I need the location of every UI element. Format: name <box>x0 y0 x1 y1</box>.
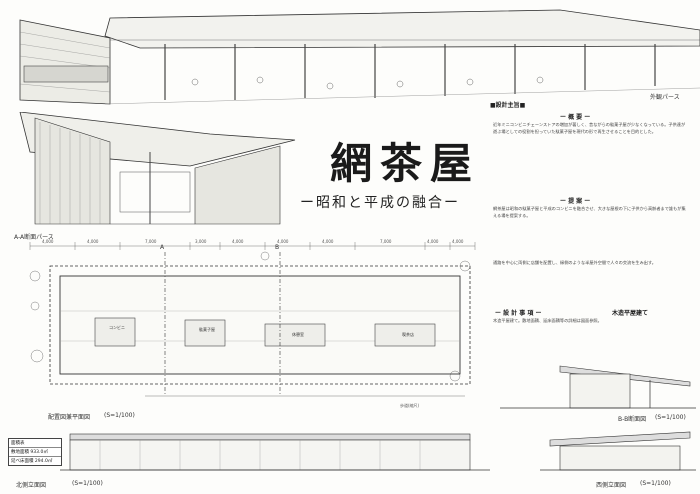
concept-structure-label: 木造平屋建て <box>612 310 649 317</box>
room-cafe: 喫茶店 <box>402 332 414 337</box>
room-convenience: コンビニ <box>109 325 125 330</box>
plan-marker-b: B <box>275 244 280 251</box>
area-table: 面積表 敷地面積 933.0㎡ 延べ床面積 294.0㎡ <box>8 438 62 466</box>
plan-dimension-label: 7,000 <box>380 239 392 244</box>
site-floor-plan <box>29 242 476 397</box>
concept-paragraph-3: 通路を中心に両側に店舗を配置し、縁側のような半屋外空間で人々の交流を生み出す。 <box>493 260 656 265</box>
section-bb-scale: (S=1/100) <box>655 414 686 421</box>
plan-dimension-label: 4,000 <box>87 239 99 244</box>
concept-paragraph-1: 近年ミニコンビニチェーンストアの増加が著しく、昔ながらの駄菓子屋が少なくなってい… <box>493 122 686 134</box>
exterior-perspective-caption: 外観パース <box>650 94 680 101</box>
plan-road-note: 歩道(縮尺) <box>400 403 420 408</box>
plan-marker-a: A <box>160 244 165 251</box>
section-bb-caption: B-B断面図 <box>618 416 647 423</box>
north-elevation-caption: 北側立面図 <box>16 482 47 489</box>
plan-dimension-label: 4,000 <box>277 239 289 244</box>
concept-sub-overview: ー 概 要 ー <box>560 114 591 121</box>
plan-dimension-label: 3,000 <box>195 239 207 244</box>
concept-sub-design-items: ー 設 計 事 項 ー <box>495 310 542 317</box>
area-table-title: 面積表 <box>9 439 61 448</box>
room-dagashi: 駄菓子屋 <box>199 327 215 332</box>
area-table-row: 敷地面積 933.0㎡ <box>9 448 61 457</box>
plan-dimension-label: 4,000 <box>452 239 464 244</box>
plan-scale: (S=1/100) <box>104 412 135 419</box>
section-bb <box>500 365 696 409</box>
concept-sub-proposal: ー 提 案 ー <box>560 198 591 205</box>
page-title: 網茶屋 <box>330 139 481 188</box>
page-subtitle: ー昭和と平成の融合ー <box>300 195 460 211</box>
north-elevation-scale: (S=1/100) <box>72 480 103 487</box>
concept-header: ■設計主旨■ <box>490 102 526 109</box>
plan-dimension-label: 7,000 <box>145 239 157 244</box>
room-rest: 休憩室 <box>292 332 304 337</box>
plan-dimension-label: 4,000 <box>42 239 54 244</box>
plan-dimension-label: 4,000 <box>427 239 439 244</box>
section-perspective-caption: A-A断面パース <box>14 234 54 241</box>
exterior-perspective <box>19 9 700 105</box>
west-elevation-caption: 西側立面図 <box>596 482 627 489</box>
concept-paragraph-2: 網茶屋は昭和の駄菓子屋と平成のコンビニを融合させ、大きな屋根の下に子供から高齢者… <box>493 206 686 218</box>
plan-dimension-label: 4,000 <box>322 239 334 244</box>
plan-caption: 配置図兼平面図 <box>48 414 91 421</box>
concept-paragraph-4: 木造平屋建て。敷地面積、延床面積等の詳細は図面参照。 <box>493 318 602 323</box>
section-perspective <box>19 112 296 225</box>
north-elevation <box>60 433 490 471</box>
plan-dimension-label: 4,000 <box>232 239 244 244</box>
west-elevation-scale: (S=1/100) <box>640 480 671 487</box>
west-elevation <box>540 431 696 471</box>
area-table-row: 延べ床面積 294.0㎡ <box>11 459 53 464</box>
